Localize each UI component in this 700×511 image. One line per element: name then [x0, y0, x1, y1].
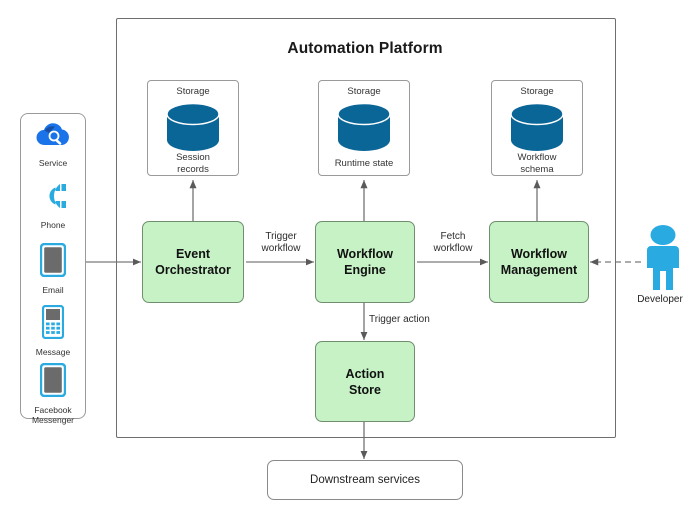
channel-item-email[interactable]: Email	[20, 242, 86, 295]
label-line-1: Workflow	[510, 247, 568, 261]
database-cylinder-icon	[166, 102, 220, 151]
storage-caption-line-1: Workflow	[517, 152, 557, 163]
process-label-event-orchestrator: Event Orchestrator	[155, 246, 231, 278]
process-box-action-store[interactable]: Action Store	[315, 341, 415, 422]
edge-label-trigger-workflow: Trigger workflow	[250, 231, 312, 255]
edge-label-line-1: Fetch	[440, 231, 466, 242]
label-line-2: Store	[349, 382, 381, 397]
edge-label-line-2: workflow	[261, 243, 301, 254]
channel-label-message: Message	[35, 347, 71, 357]
edge-label-fetch-workflow: Fetch workflow	[422, 231, 484, 255]
label-line-2: Engine	[344, 263, 386, 277]
label-line-2: Management	[500, 263, 578, 277]
storage-caption-3: Workflow schema	[491, 152, 583, 176]
cloud-search-icon	[35, 120, 71, 155]
channel-label-service: Service	[38, 158, 68, 168]
storage-caption-line-1: Session	[176, 152, 210, 163]
process-label-action-store: Action Store	[346, 366, 385, 398]
edge-label-line-2: workflow	[433, 243, 473, 254]
process-box-workflow-engine[interactable]: Workflow Engine	[315, 221, 415, 303]
edge-label-line-1: Trigger	[265, 231, 297, 242]
label-line-1: Action	[345, 366, 385, 381]
feature-phone-icon	[41, 304, 65, 344]
label-line-1: Workflow	[336, 247, 394, 261]
automation-platform-container	[116, 18, 616, 438]
storage-caption-2: Runtime state	[334, 158, 394, 169]
storage-caption-1: Session records	[147, 152, 239, 176]
channel-item-message[interactable]: Message	[20, 304, 86, 357]
page-title: Automation Platform	[287, 40, 443, 57]
channel-item-phone[interactable]: Phone	[20, 180, 86, 230]
actor-label-developer: Developer	[637, 294, 683, 305]
process-box-workflow-management[interactable]: Workflow Management	[489, 221, 589, 303]
process-label-workflow-management: Workflow Management	[501, 246, 577, 278]
channel-label-phone: Phone	[40, 220, 66, 230]
downstream-services-label: Downstream services	[310, 474, 420, 486]
phone-handset-icon	[37, 180, 69, 217]
process-box-event-orchestrator[interactable]: Event Orchestrator	[142, 221, 244, 303]
downstream-services-box[interactable]: Downstream services	[267, 460, 463, 500]
process-label-workflow-engine: Workflow Engine	[337, 246, 393, 278]
database-cylinder-icon	[337, 102, 391, 151]
storage-header-2: Storage	[347, 86, 381, 97]
label-line-2: Orchestrator	[155, 263, 231, 277]
edge-label-trigger-action: Trigger action	[369, 314, 430, 325]
storage-caption-line-2: records	[177, 164, 209, 175]
label-line-1: Event	[175, 247, 211, 261]
mobile-device-icon	[39, 362, 67, 402]
storage-header-3: Storage	[520, 86, 554, 97]
tablet-device-icon	[39, 242, 67, 282]
storage-caption-line-2: schema	[520, 164, 554, 175]
storage-header-1: Storage	[176, 86, 210, 97]
channel-item-service[interactable]: Service	[20, 120, 86, 168]
person-icon	[641, 224, 685, 292]
database-cylinder-icon	[510, 102, 564, 151]
channel-label-email: Email	[42, 285, 64, 295]
